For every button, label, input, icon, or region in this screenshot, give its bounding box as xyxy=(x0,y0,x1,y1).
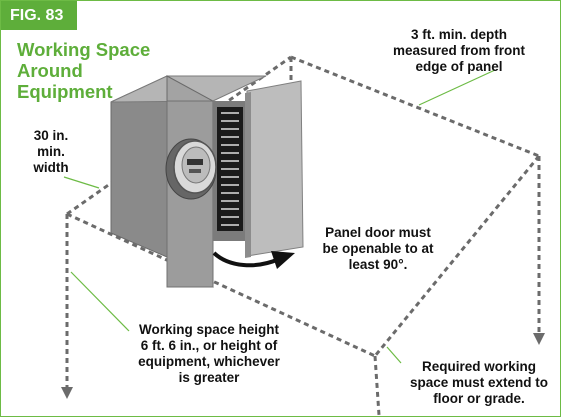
leader-lines xyxy=(63,69,496,364)
height-label: Working space height 6 ft. 6 in., or hei… xyxy=(138,322,280,385)
circuit-breaker-icon xyxy=(217,107,243,231)
figure-tag: FIG. 83 xyxy=(1,1,77,30)
door-label: Panel door must be openable to at least … xyxy=(322,225,434,272)
depth-label: 3 ft. min. depth measured from front edg… xyxy=(392,27,526,74)
figure-title-text: Working Space Around Equipment xyxy=(17,39,151,102)
down-arrow-icon xyxy=(533,333,545,345)
width-label: 30 in. min. width xyxy=(33,128,69,175)
panel-door xyxy=(246,80,304,257)
down-arrow-icon xyxy=(61,387,73,399)
figure-title: Working Space Around Equipment xyxy=(17,39,177,102)
door-swing-arrow-icon xyxy=(212,251,295,269)
electrical-panel xyxy=(110,75,304,288)
floor-label: Required working space must extend to fl… xyxy=(409,359,549,406)
electric-meter-icon xyxy=(165,138,217,200)
